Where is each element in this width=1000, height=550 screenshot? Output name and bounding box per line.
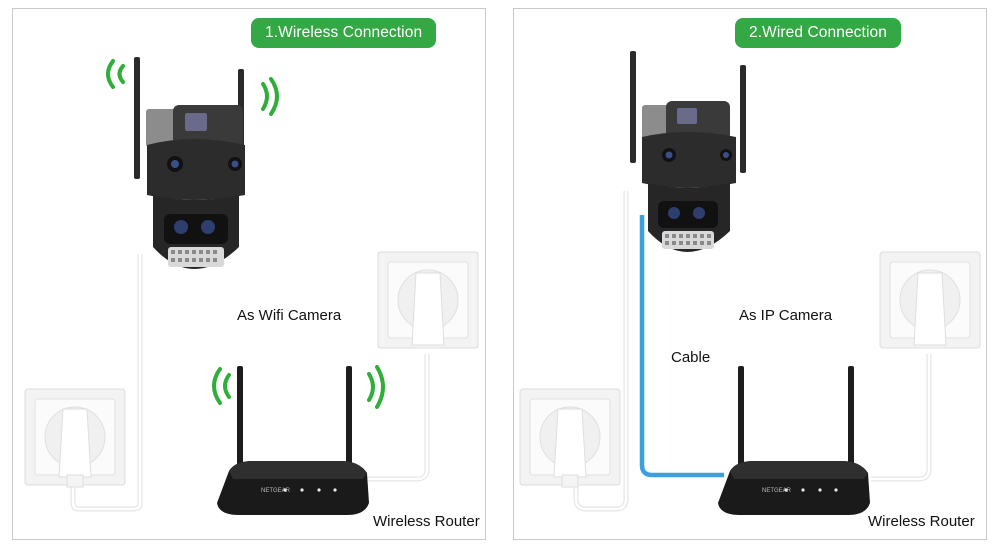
wall-socket-icon: [879, 251, 981, 349]
mode-label: As Wifi Camera: [237, 307, 342, 324]
wall-socket-icon: [519, 388, 621, 488]
wall-socket-icon: [24, 388, 126, 488]
wireless-connection-panel: 1.Wireless Connection: [12, 8, 486, 540]
wired-diagram: NETGEAR: [519, 51, 981, 515]
wired-connection-panel: 2.Wired Connection: [513, 8, 987, 540]
wifi-signal-icon: [106, 59, 279, 116]
router-brand-text: NETGEAR: [762, 488, 792, 494]
router-label: Wireless Router: [373, 513, 480, 530]
router-icon: NETGEAR: [718, 366, 870, 515]
ptz-camera-icon: [134, 57, 245, 269]
wired-connection-title: 2.Wired Connection: [735, 18, 901, 48]
router-icon: NETGEAR: [217, 366, 369, 515]
wifi-signal-icon: [212, 365, 385, 409]
wireless-diagram: NETGEAR: [24, 57, 479, 515]
ethernet-cable: [639, 215, 724, 478]
router-brand-text: NETGEAR: [261, 488, 291, 494]
router-label: Wireless Router: [868, 513, 975, 530]
router-power-cable: [871, 354, 932, 482]
router-power-cable: [368, 354, 430, 482]
wireless-connection-title: 1.Wireless Connection: [251, 18, 437, 48]
cable-label: Cable: [671, 349, 711, 366]
mode-label: As IP Camera: [739, 307, 833, 324]
ptz-camera-icon: [630, 51, 746, 252]
wall-socket-icon: [377, 251, 479, 349]
